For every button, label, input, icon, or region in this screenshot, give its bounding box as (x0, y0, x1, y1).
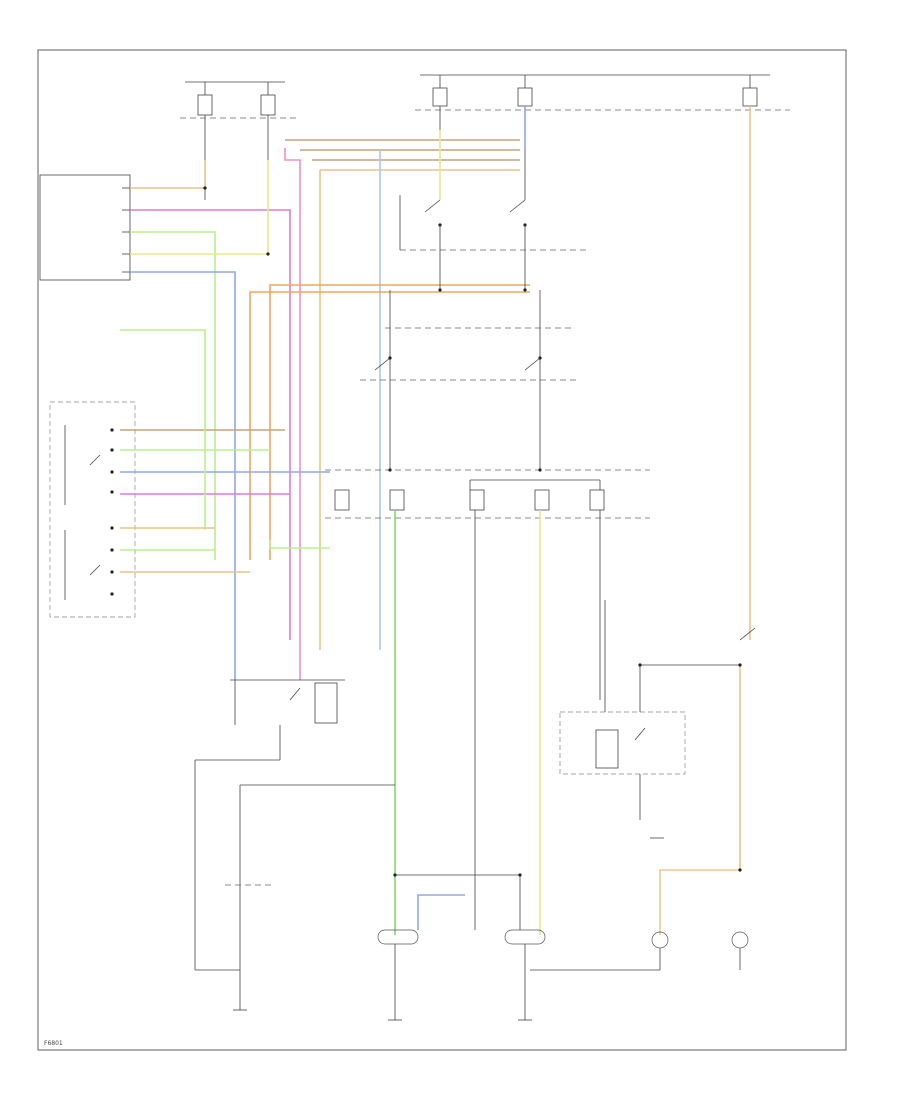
headlamp-switch-box (49, 401, 136, 618)
wire-orange-2 (269, 284, 530, 560)
headlamp-switch-internals (64, 425, 114, 600)
lower-left-switch (194, 679, 395, 1010)
left-module-pins (122, 187, 130, 273)
right-headlamp (395, 874, 660, 1020)
wire-lightgreen-4 (269, 540, 330, 549)
right-relay-internals (595, 600, 756, 820)
top-left-fuse-block (180, 81, 300, 200)
footer-code: F6801 (44, 1040, 63, 1047)
wire-orange-right (659, 869, 740, 935)
junction-dots (203, 186, 742, 877)
left-module-box (39, 174, 131, 281)
right-relay-box (559, 711, 686, 775)
left-headlamp (377, 894, 465, 1020)
mid-switches (374, 290, 542, 470)
ground-symbols (233, 837, 664, 1021)
wire-blue-1 (130, 271, 236, 680)
wire-orange-1 (249, 291, 530, 560)
wire-pink-1 (284, 148, 301, 680)
wire-lightgreen-1 (130, 231, 216, 560)
bus-fuses (334, 479, 605, 511)
top-right-fuse-block (415, 74, 790, 200)
wire-yellow-1 (130, 160, 269, 255)
wire-tan-1 (130, 160, 206, 189)
diagram-frame (37, 49, 847, 1051)
indicator-lamps (651, 931, 749, 970)
wire-green-1 (120, 329, 206, 530)
wire-magenta-1 (130, 209, 291, 640)
top-switches (399, 195, 527, 290)
